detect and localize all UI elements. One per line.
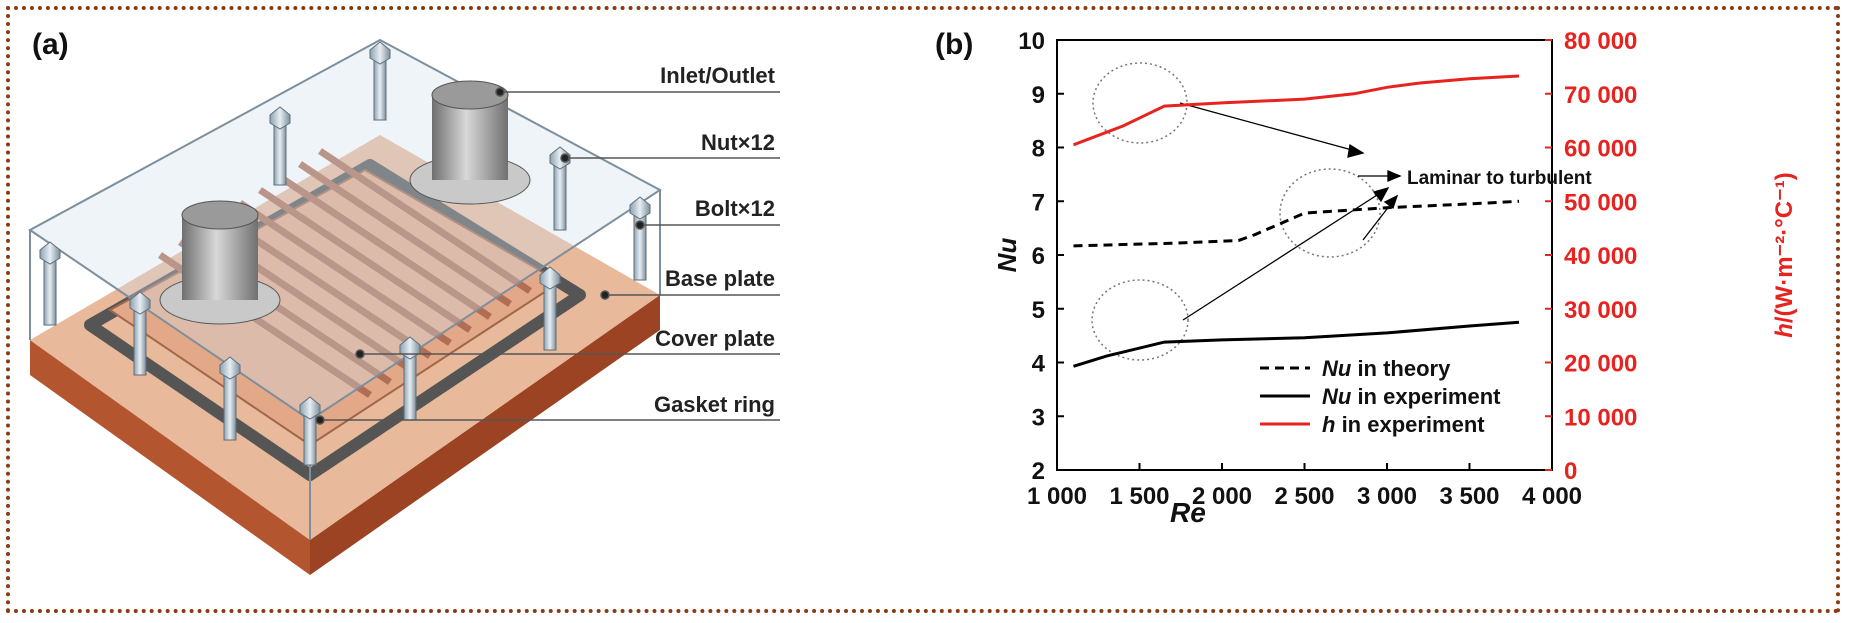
callout-base-plate: Base plate — [665, 266, 775, 291]
callout-gasket-ring: Gasket ring — [654, 392, 775, 417]
y-left-tick-label: 8 — [1032, 136, 1045, 163]
callout-leaders — [315, 87, 780, 425]
y-right-tick-label: 70 000 — [1564, 82, 1637, 109]
x-tick-label: 4 000 — [1522, 483, 1582, 510]
x-tick-label: 2 500 — [1274, 483, 1334, 510]
callout-cover-plate: Cover plate — [655, 326, 775, 351]
y-left-axis-label: Nu — [992, 238, 1022, 273]
callout-bolt: Bolt×12 — [695, 196, 775, 221]
y-right-axis-h: h — [1771, 323, 1798, 338]
x-tick-label: 1 500 — [1109, 483, 1169, 510]
y-right-tick-label: 60 000 — [1564, 136, 1637, 163]
dotted-frame — [6, 6, 1840, 613]
y-right-tick-label: 10 000 — [1564, 404, 1637, 431]
bolts-and-nuts — [39, 41, 651, 466]
y-left-tick-label: 10 — [1018, 28, 1045, 55]
panel-b-chart: (b) 1 000 1 500 2 000 2 500 3 000 3 500 4 000 2… — [930, 20, 1830, 610]
nu-h-vs-re-chart: 1 000 1 500 2 000 2 500 3 000 3 500 4 000 2 3 4 5 6… — [992, 28, 1798, 528]
series-line-h_experiment — [1072, 74, 1520, 147]
y-right-axis-label: h/(W·m⁻²·°C⁻¹) — [1771, 172, 1798, 338]
y-right-axis-unit: /(W·m⁻²·°C⁻¹) — [1771, 172, 1798, 323]
annotation-arrows — [1179, 102, 1402, 321]
legend-label-h_experiment: h in experiment — [1322, 412, 1485, 437]
y-left-tick-label: 4 — [1032, 351, 1046, 378]
y-right-tick-label: 30 000 — [1564, 297, 1637, 324]
x-tick-label: 1 000 — [1027, 483, 1087, 510]
outlet-port — [409, 80, 531, 205]
series-line-nu_experiment — [1073, 320, 1520, 368]
y-right-tick-label: 0 — [1564, 458, 1577, 485]
y-left-tick-label: 3 — [1032, 404, 1045, 431]
x-tick-label: 3 000 — [1357, 483, 1417, 510]
x-axis-label: Re — [1170, 497, 1206, 528]
y-right-tick-label: 20 000 — [1564, 351, 1637, 378]
callout-labels: Inlet/Outlet Nut×12 Bolt×12 Base plate C… — [654, 63, 776, 417]
y-left-tick-label: 7 — [1032, 189, 1045, 216]
y-right-tick-label: 40 000 — [1564, 243, 1637, 270]
legend: Nu in theory Nu in experiment h in experim… — [1260, 356, 1501, 437]
x-tick-label: 3 500 — [1439, 483, 1499, 510]
transition-ellipses — [1091, 62, 1381, 361]
y-right-tick-label: 50 000 — [1564, 189, 1637, 216]
inlet-port — [159, 200, 281, 325]
legend-label-nu_experiment: Nu in experiment — [1322, 384, 1501, 409]
panel-a-schematic: (a) — [20, 20, 940, 610]
base-plate-side-front — [310, 295, 660, 575]
panel-a-label: (a) — [32, 28, 69, 61]
y-left-tick-label: 9 — [1032, 82, 1045, 109]
y-left-tick-label: 5 — [1032, 297, 1045, 324]
heat-sink-diagram: Inlet/Outlet Nut×12 Bolt×12 Base plate C… — [28, 38, 780, 575]
base-plate-side-left — [30, 340, 310, 575]
y-left-tick-label: 6 — [1032, 243, 1045, 270]
series-line-nu_theory — [1073, 199, 1520, 248]
annotation-laminar-turbulent: Laminar to turbulent — [1407, 168, 1592, 189]
x-tick-label: 2 000 — [1192, 483, 1252, 510]
panel-b-label: (b) — [935, 28, 974, 61]
y-left-tick-label: 2 — [1032, 458, 1045, 485]
callout-nut: Nut×12 — [701, 130, 775, 155]
y-right-tick-label: 80 000 — [1564, 28, 1637, 55]
callout-inlet-outlet: Inlet/Outlet — [660, 63, 776, 88]
legend-label-nu_theory: Nu in theory — [1322, 356, 1451, 381]
